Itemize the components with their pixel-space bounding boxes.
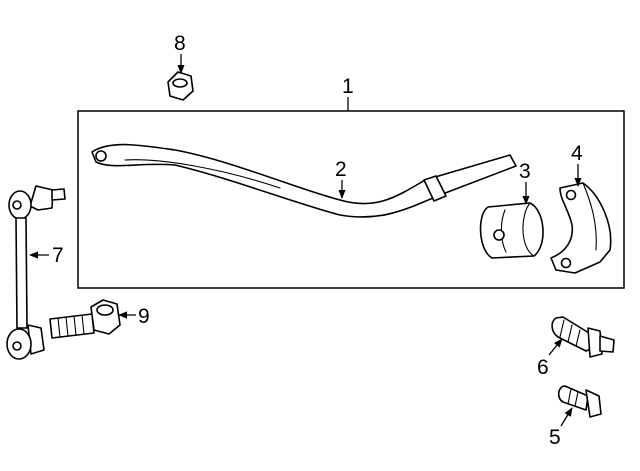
callout-4: 4 xyxy=(571,142,583,165)
callout-9: 9 xyxy=(138,305,150,328)
callout-2: 2 xyxy=(335,158,347,181)
callout-8: 8 xyxy=(174,32,186,55)
nut xyxy=(167,71,194,101)
callout-6: 6 xyxy=(537,356,549,379)
assembly-box xyxy=(77,110,625,289)
push-clip xyxy=(551,316,615,358)
callout-3: 3 xyxy=(519,160,531,183)
bushing xyxy=(479,202,544,259)
stabilizer-bar xyxy=(91,143,517,218)
bushing-bracket xyxy=(550,182,612,274)
callout-7: 7 xyxy=(52,244,64,267)
callout-1: 1 xyxy=(342,75,354,98)
stabilizer-link xyxy=(6,185,66,360)
screw xyxy=(557,385,602,418)
leader-lines xyxy=(29,54,582,427)
bolt-9 xyxy=(49,299,121,339)
callout-5: 5 xyxy=(549,426,561,449)
